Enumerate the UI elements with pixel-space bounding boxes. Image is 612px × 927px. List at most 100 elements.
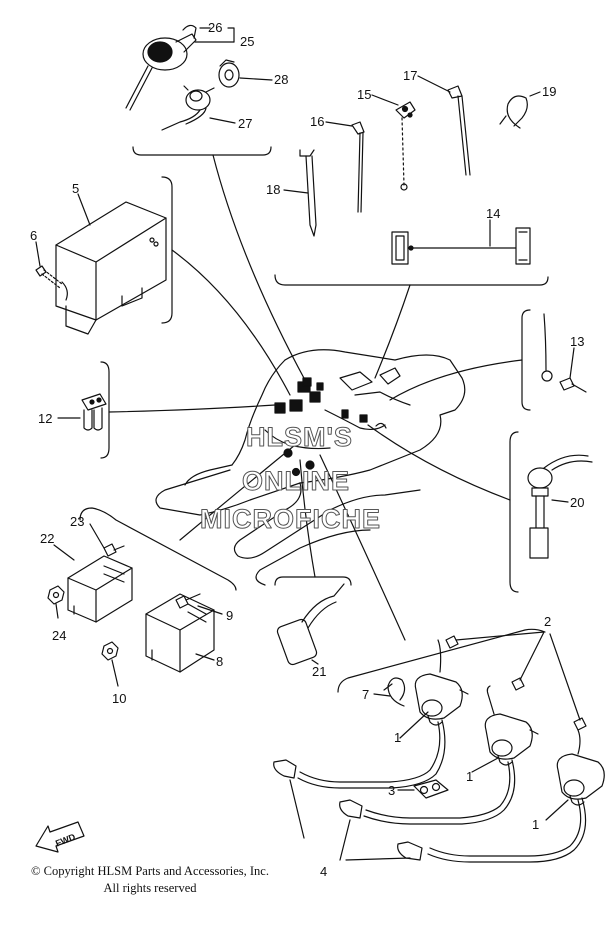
watermark-line1: HLSM'S (246, 422, 353, 452)
screw-6-icon (35, 265, 63, 289)
callout-4: 4 (320, 864, 327, 879)
leader-6 (35, 241, 41, 267)
leader-13 (569, 347, 575, 379)
nut-10-icon (101, 641, 119, 661)
leader-9 (197, 605, 223, 615)
copyright-line-2: All rights reserved (103, 881, 197, 895)
callout-15: 15 (357, 87, 371, 102)
leader-18 (283, 189, 309, 194)
bolt-23-icon (103, 543, 125, 557)
switch-icon (161, 85, 215, 131)
callout-17: 17 (403, 68, 417, 83)
leader-28 (239, 77, 273, 81)
cable-tie-16-icon (351, 121, 365, 213)
forward-arrow-icon: FWD (35, 821, 85, 853)
bracket-ground-group (521, 309, 531, 411)
callout-9: 9 (226, 608, 233, 623)
leader-10 (111, 659, 119, 687)
callout-23: 23 (70, 514, 84, 529)
leader-cdi (171, 249, 291, 396)
leader-connector (108, 404, 276, 413)
leader-19 (529, 91, 541, 97)
leader-2 (455, 631, 581, 721)
leader-coil (319, 454, 406, 641)
bracket-cable-group (274, 274, 549, 286)
clip-19-icon (499, 95, 528, 129)
callout-26: 26 (208, 20, 222, 35)
leader-20 (551, 499, 569, 503)
leader-16 (325, 121, 353, 127)
callout-16: 16 (310, 114, 324, 129)
leader-8 (195, 653, 215, 661)
callout-25: 25 (240, 34, 254, 49)
thermo-switch-icon (527, 454, 593, 559)
leader-ground (389, 359, 523, 401)
leader-1c (545, 799, 569, 821)
callout-6: 6 (30, 228, 37, 243)
callout-7: 7 (362, 687, 369, 702)
callout-21: 21 (312, 664, 326, 679)
connector-12-icon (81, 393, 107, 431)
callout-27: 27 (238, 116, 252, 131)
ignition-coil-1-icon (414, 639, 469, 726)
leader-27 (209, 117, 236, 124)
callout-19: 19 (542, 84, 556, 99)
callout-8: 8 (216, 654, 223, 669)
clamp-15-icon (395, 101, 416, 191)
copyright-line-1: © Copyright HLSM Parts and Accessories, … (31, 864, 269, 878)
callout-28: 28 (274, 72, 288, 87)
rectifier-icon (145, 593, 215, 673)
ignition-coil-3-icon (556, 729, 605, 806)
bracket-coil-group (337, 628, 546, 693)
callout-20: 20 (570, 495, 584, 510)
leader-condenser (299, 459, 316, 578)
callout-24: 24 (52, 628, 66, 643)
ground-lead-icon (541, 313, 587, 393)
bracket-connector-group (100, 361, 110, 459)
leader-top (212, 154, 306, 381)
bracket-top-group (132, 146, 272, 156)
callout-1b: 1 (466, 769, 473, 784)
callout-1c: 1 (532, 817, 539, 832)
leader-21 (311, 659, 319, 665)
leader-15 (371, 94, 399, 106)
leader-5 (77, 193, 91, 226)
callout-1a: 1 (394, 730, 401, 745)
cord-clamp-icon (413, 779, 449, 799)
cdi-unit-icon (55, 201, 167, 335)
cable-tie-17-icon (447, 85, 471, 176)
leader-22 (53, 544, 75, 561)
cable-clamp-18-icon (299, 149, 317, 237)
watermark: HLSM'S ONLINE MICROFICHE (200, 422, 381, 535)
high-tension-cords-icon (273, 719, 587, 863)
callout-18: 18 (266, 182, 280, 197)
nut-24-icon (47, 585, 65, 605)
leader-sensor (367, 424, 511, 501)
bracket-condenser-group (274, 576, 352, 586)
leader-1a (399, 711, 429, 739)
watermark-line3: MICROFICHE (200, 504, 381, 534)
callout-5: 5 (72, 181, 79, 196)
leader-24 (55, 603, 59, 619)
band-14-icon (391, 227, 531, 265)
coil-bolts-icon (445, 635, 587, 731)
leader-7 (373, 693, 391, 697)
bracket-regulator-group (79, 507, 237, 591)
main-wire-harness (155, 349, 466, 586)
callout-12: 12 (38, 411, 52, 426)
leader-4 (289, 779, 411, 861)
regulator-icon (67, 555, 133, 623)
bracket-sensor-group (509, 431, 519, 593)
clip-7-icon (383, 677, 406, 707)
callout-13: 13 (570, 334, 584, 349)
leader-cables (374, 284, 411, 379)
leader-1b (471, 757, 499, 773)
callout-3: 3 (388, 783, 395, 798)
bushing-icon (218, 59, 240, 88)
callout-14: 14 (486, 206, 500, 221)
callout-22: 22 (40, 531, 54, 546)
leader-regulator (179, 444, 296, 541)
leader-23 (89, 523, 105, 549)
